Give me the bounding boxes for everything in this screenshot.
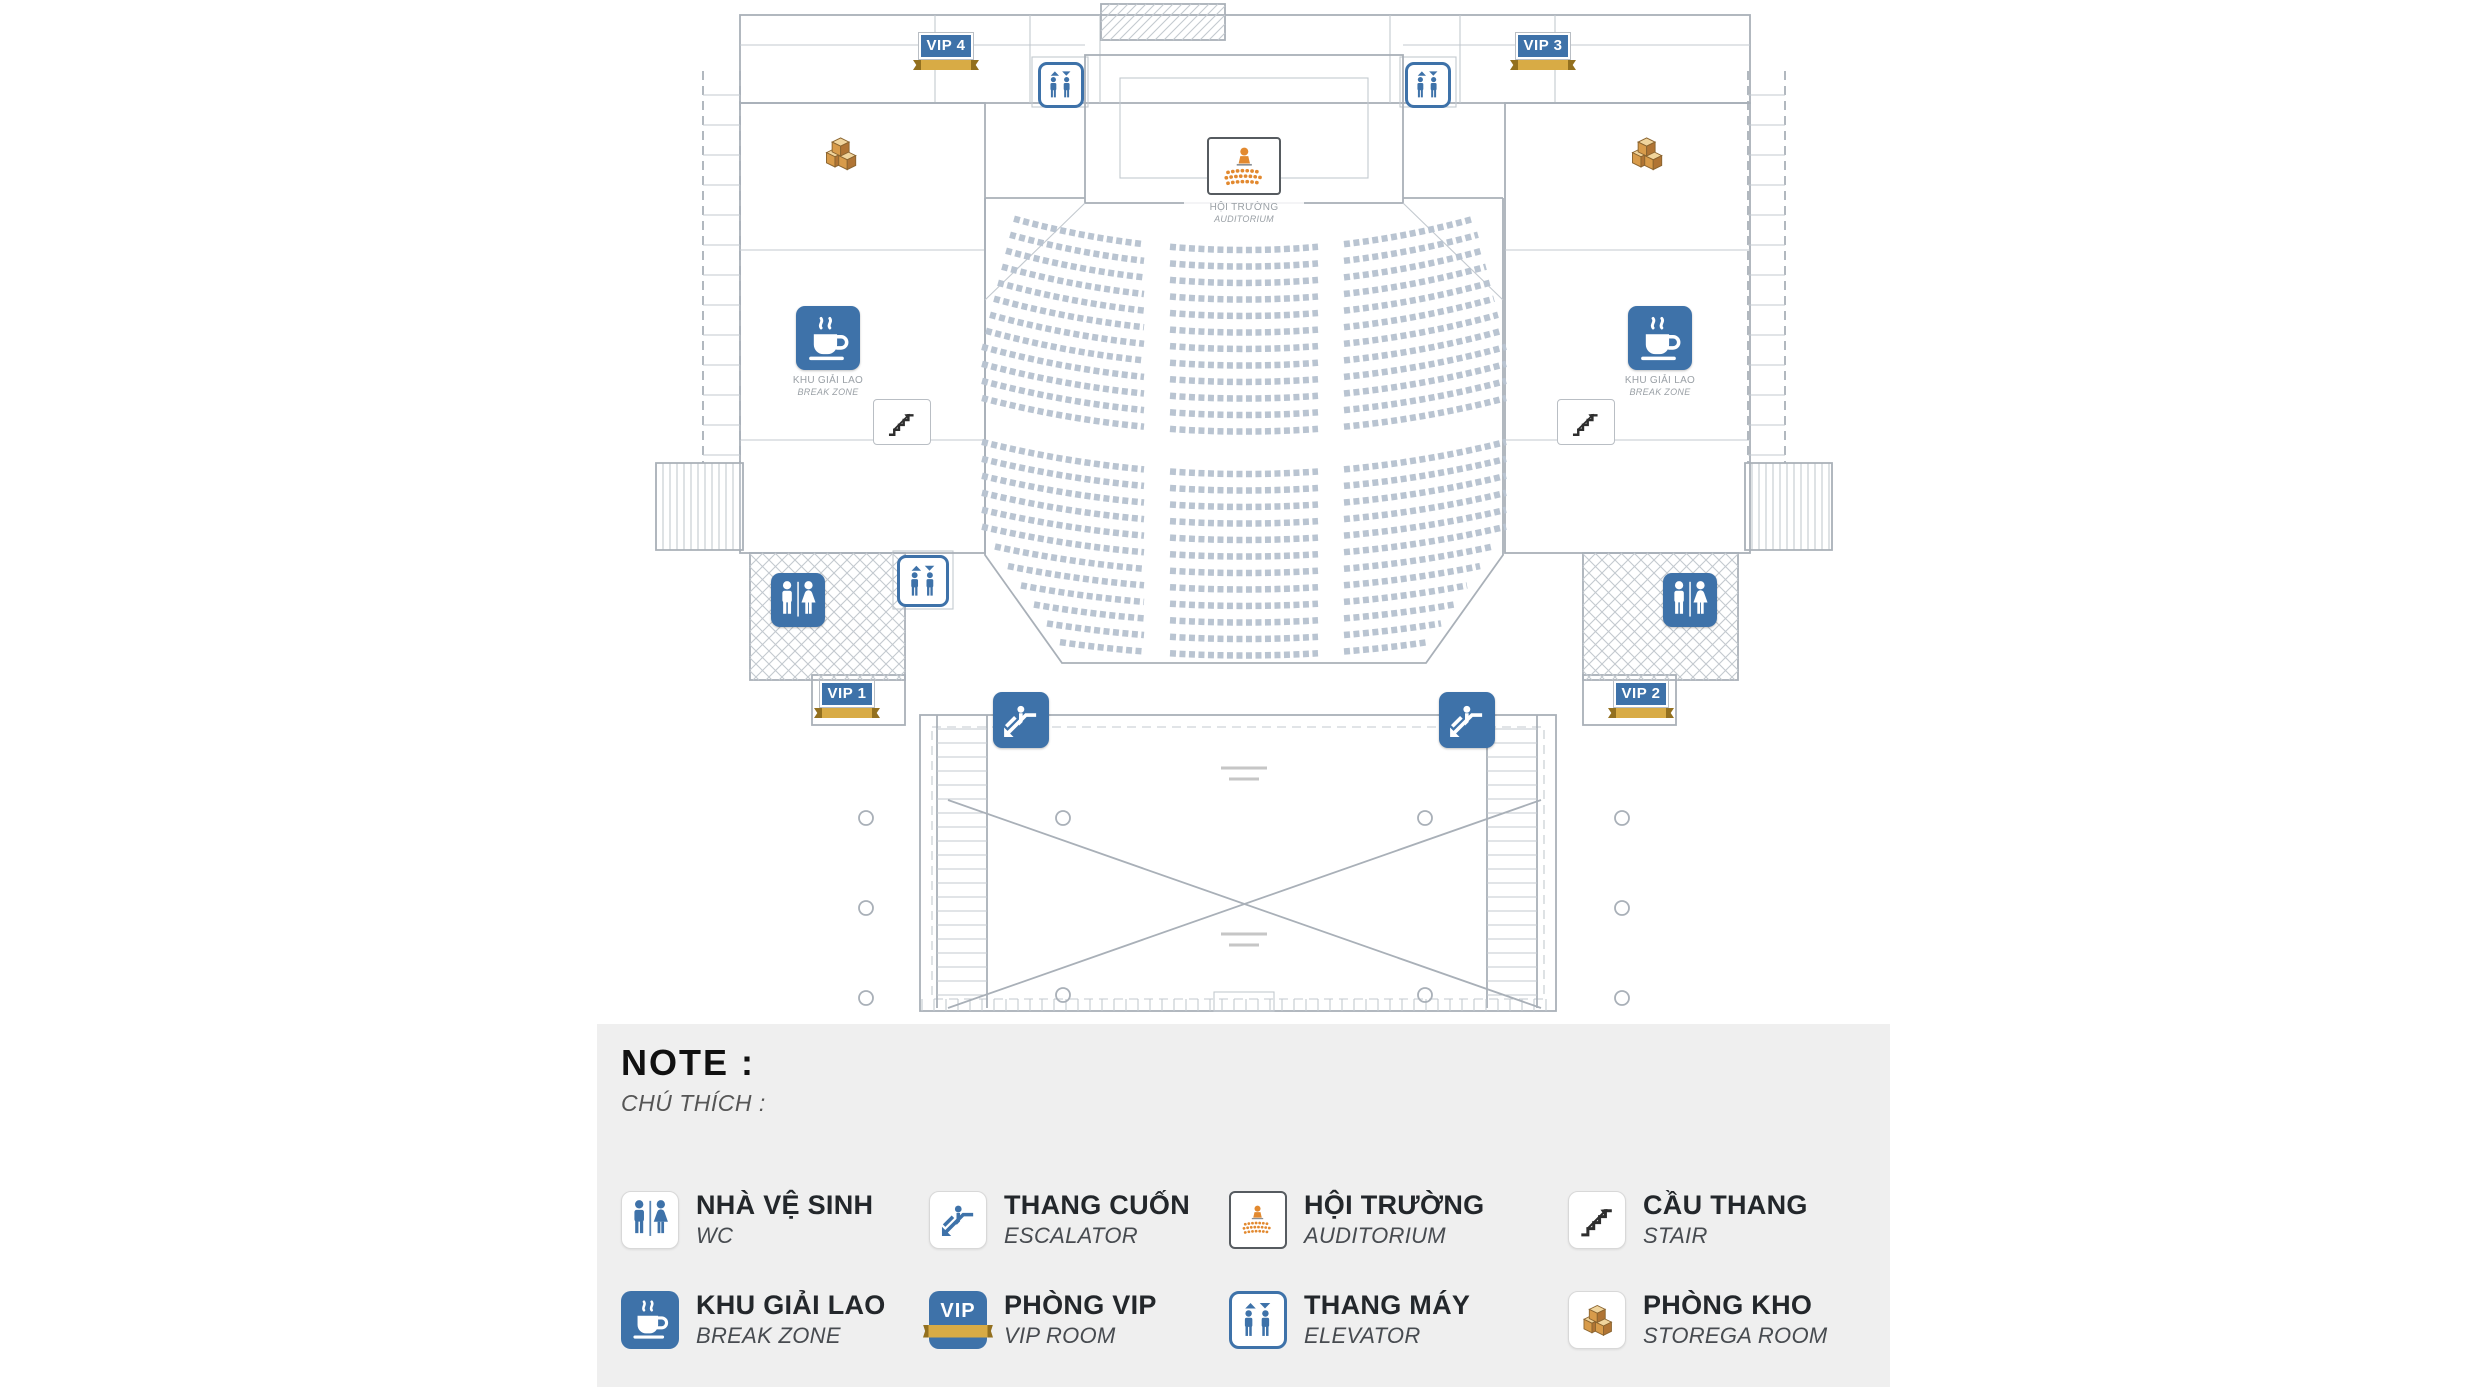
legend-item-auditorium: HỘI TRƯỜNG AUDITORIUM — [1229, 1190, 1484, 1249]
wc-icon-plan-right — [1663, 573, 1717, 627]
elevator-icon-plan-top-left — [1038, 62, 1084, 108]
legend-sublabel: AUDITORIUM — [1304, 1223, 1446, 1248]
legend-item-stair: CẦU THANG STAIR — [1568, 1190, 1808, 1249]
legend-item-vip-room: VIP PHÒNG VIP VIP ROOM — [923, 1290, 1157, 1349]
legend-label: PHÒNG KHO — [1643, 1290, 1813, 1320]
stair-icon — [1568, 1190, 1626, 1249]
vip3-label: VIP 3 — [1516, 33, 1570, 59]
break-zone-icon-plan-right — [1628, 306, 1692, 370]
vip-room-icon: VIP — [923, 1290, 993, 1349]
legend-label: PHÒNG VIP — [1004, 1290, 1157, 1320]
legend-label: THANG CUỐN — [1004, 1190, 1190, 1220]
vip4-badge: VIP 4 — [913, 33, 979, 70]
vip4-label: VIP 4 — [919, 33, 973, 59]
legend-label: KHU GIẢI LAO — [696, 1290, 886, 1320]
vip1-ribbon — [814, 708, 880, 718]
auditorium-area-label: HỘI TRƯỜNG AUDITORIUM — [1184, 201, 1304, 226]
legend-item-escalator: THANG CUỐN ESCALATOR — [929, 1190, 1190, 1249]
auditorium-icon-plan — [1207, 137, 1281, 195]
escalator-icon-plan-left — [993, 692, 1049, 748]
vip3-badge: VIP 3 — [1510, 33, 1576, 70]
legend-item-break-zone: KHU GIẢI LAO BREAK ZONE — [621, 1290, 886, 1349]
vip1-badge: VIP 1 — [814, 681, 880, 718]
legend-sublabel: ESCALATOR — [1004, 1223, 1138, 1248]
legend-title: NOTE : — [621, 1042, 755, 1083]
legend-panel: NOTE : CHÚ THÍCH : NHÀ VỆ SINH WC THANG … — [597, 1024, 1890, 1387]
storage-icon-plan-left — [812, 124, 870, 182]
escalator-icon — [929, 1190, 987, 1249]
break-zone-icon-plan-left — [796, 306, 860, 370]
legend-label: THANG MÁY — [1304, 1290, 1471, 1320]
break-zone-area-label-right: KHU GIẢI LAO BREAK ZONE — [1600, 374, 1720, 399]
stair-icon-plan-left — [873, 399, 931, 445]
stair-icon-plan-right — [1557, 399, 1615, 445]
vip2-ribbon — [1608, 708, 1674, 718]
storage-icon-plan-right — [1618, 124, 1676, 182]
legend-sublabel: ELEVATOR — [1304, 1323, 1421, 1348]
vip1-label: VIP 1 — [820, 681, 874, 707]
legend-sublabel: STAIR — [1643, 1223, 1708, 1248]
vip3-ribbon — [1510, 60, 1576, 70]
legend-item-wc: NHÀ VỆ SINH WC — [621, 1190, 873, 1249]
wc-icon — [621, 1190, 679, 1249]
legend-sublabel: VIP ROOM — [1004, 1323, 1116, 1348]
legend-label: CẦU THANG — [1643, 1190, 1808, 1220]
legend-label: HỘI TRƯỜNG — [1304, 1190, 1485, 1220]
vip-icon-text: VIP — [940, 1300, 976, 1322]
storage-icon — [1568, 1290, 1626, 1349]
break-zone-icon — [621, 1290, 679, 1349]
legend-label: NHÀ VỆ SINH — [696, 1190, 874, 1220]
escalator-icon-plan-right — [1439, 692, 1495, 748]
wc-icon-plan-left — [771, 573, 825, 627]
legend-sublabel: BREAK ZONE — [696, 1323, 841, 1348]
legend-sublabel: WC — [696, 1223, 734, 1248]
auditorium-icon — [1229, 1190, 1287, 1249]
vip4-ribbon — [913, 60, 979, 70]
vip-icon-ribbon — [923, 1324, 993, 1338]
elevator-icon — [1229, 1290, 1287, 1349]
elevator-icon-plan-mid-left — [897, 555, 949, 607]
vip2-label: VIP 2 — [1614, 681, 1668, 707]
legend-sublabel: STOREGA ROOM — [1643, 1323, 1828, 1348]
break-zone-area-label-left: KHU GIẢI LAO BREAK ZONE — [768, 374, 888, 399]
elevator-icon-plan-top-right — [1405, 62, 1451, 108]
legend-subtitle: CHÚ THÍCH : — [621, 1090, 766, 1116]
vip2-badge: VIP 2 — [1608, 681, 1674, 718]
legend-item-storage: PHÒNG KHO STOREGA ROOM — [1568, 1290, 1828, 1349]
legend-item-elevator: THANG MÁY ELEVATOR — [1229, 1290, 1470, 1349]
